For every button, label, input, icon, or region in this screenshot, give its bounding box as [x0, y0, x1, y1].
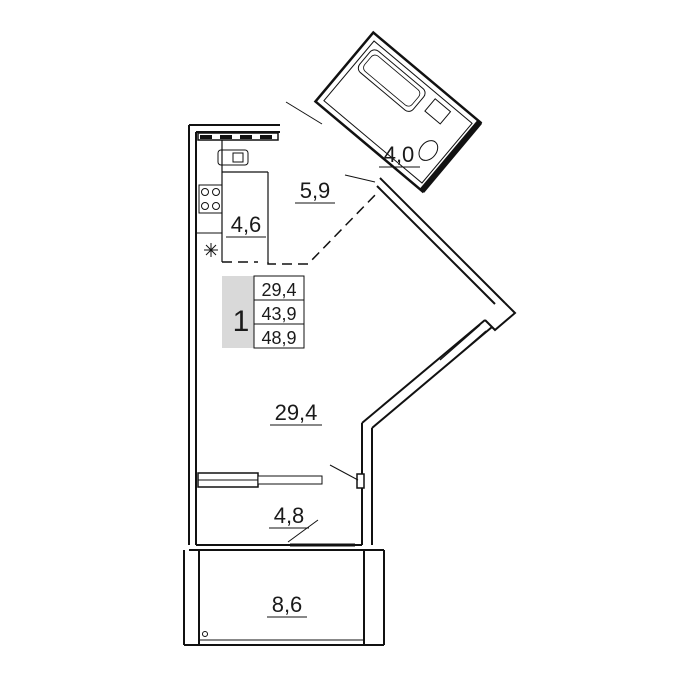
bathtub-icon [357, 49, 426, 112]
area-info-panel: 1 29,4 43,9 48,9 [222, 275, 305, 349]
sink-icon [424, 98, 452, 125]
living-room-area-label: 29,4 [275, 400, 318, 425]
bathroom [313, 30, 483, 194]
window-diagonal [439, 324, 487, 367]
loggia-area-label: 4,8 [274, 503, 305, 528]
kitchen-area-label: 4,6 [231, 212, 262, 237]
room-count: 1 [233, 305, 250, 338]
balcony [183, 550, 385, 646]
stove-icon [198, 184, 223, 214]
toilet-icon [418, 140, 439, 161]
balcony-area-label: 8,6 [272, 592, 303, 617]
hall-area-label: 5,9 [300, 178, 331, 203]
kitchen-top-wall [197, 132, 279, 141]
fridge-icon [204, 243, 218, 257]
bathroom-area-label: 4,0 [384, 142, 415, 167]
zone-divider [267, 191, 379, 265]
bathroom-door [285, 101, 323, 125]
kitchen-sink-icon [217, 149, 249, 166]
total-area-with-balcony: 48,9 [261, 328, 296, 348]
walls [188, 124, 517, 551]
drain-icon [202, 631, 208, 637]
living-area: 29,4 [261, 280, 296, 300]
kitchen-counter [221, 140, 269, 262]
total-area: 43,9 [261, 304, 296, 324]
room-labels: 4,0 5,9 4,6 29,4 4,8 8,6 [226, 142, 420, 618]
loggia-partition [197, 472, 365, 489]
